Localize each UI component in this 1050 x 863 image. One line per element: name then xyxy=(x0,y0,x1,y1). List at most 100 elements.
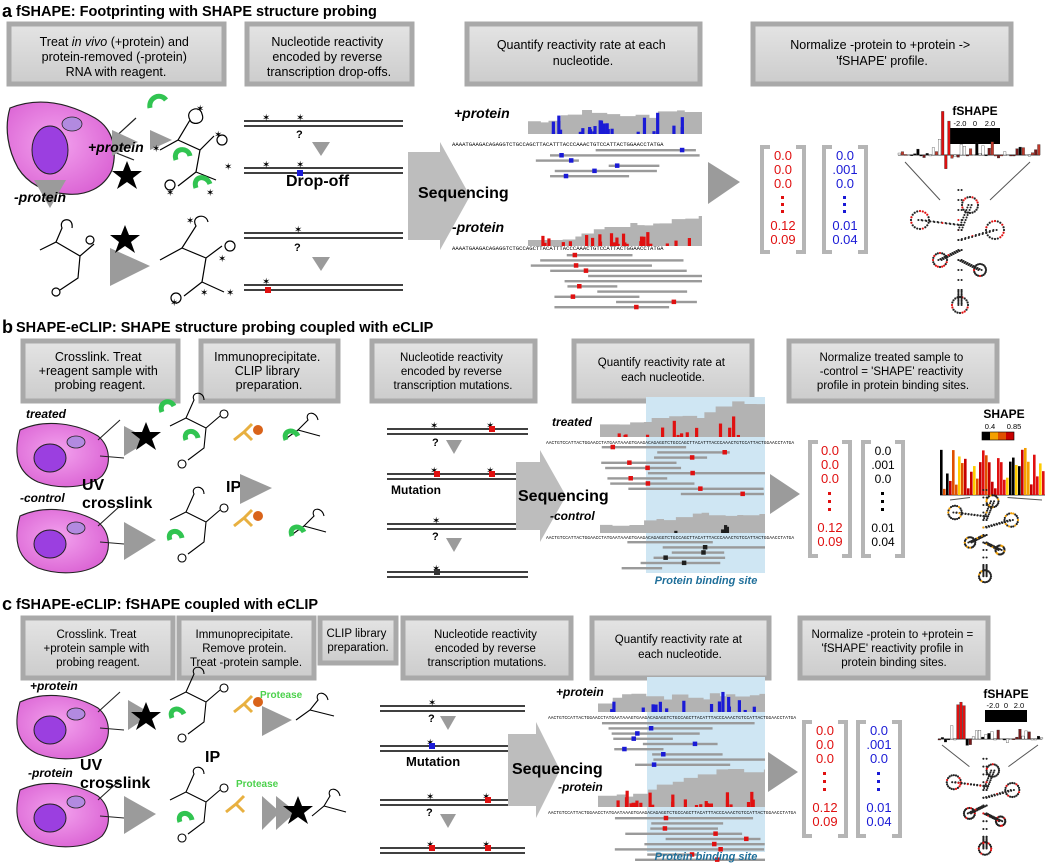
arrow-down-icon xyxy=(312,142,330,156)
value: 0.01 xyxy=(832,218,857,233)
nucleotide xyxy=(989,500,992,503)
nucleotide xyxy=(937,221,940,224)
nucleotide xyxy=(982,533,985,537)
nucleotide xyxy=(983,265,986,268)
rna-structure-icon xyxy=(39,219,95,297)
nucleotide xyxy=(957,303,960,307)
nucleotide xyxy=(1016,516,1019,520)
value: .001 xyxy=(866,737,891,752)
sequencing-read xyxy=(650,827,718,830)
nucleotide xyxy=(989,845,993,848)
nucleotide xyxy=(954,310,957,313)
profile-bar xyxy=(1030,484,1033,495)
nucleotide xyxy=(990,814,993,817)
nucleotide xyxy=(951,517,955,521)
profile-bar xyxy=(993,154,997,157)
panel-a-minus-protein-label: -protein xyxy=(14,189,66,205)
nucleotide xyxy=(960,299,963,302)
arrow-down-icon xyxy=(446,440,462,454)
nucleotide xyxy=(941,256,944,260)
profile-bar xyxy=(897,152,901,156)
nucleotide xyxy=(962,216,965,219)
nucleotide xyxy=(976,514,979,517)
nucleotide xyxy=(971,235,974,239)
nucleotide xyxy=(1004,788,1007,792)
nucleotide xyxy=(926,213,929,216)
nucleotide xyxy=(957,294,960,298)
nucleotide xyxy=(968,536,972,539)
nucleotide xyxy=(957,288,960,292)
panel-b-step-1-text: Crosslink. Treat +reagent sample with pr… xyxy=(39,350,162,392)
nucleotide xyxy=(985,575,988,578)
reactivity-bar xyxy=(639,241,643,246)
nucleotide xyxy=(957,278,960,282)
ip-label: IP xyxy=(226,479,241,496)
sequencing-read xyxy=(567,285,618,288)
nucleotide xyxy=(1010,525,1013,528)
nucleotide xyxy=(982,526,985,529)
nucleotide xyxy=(947,785,950,788)
nucleotide xyxy=(977,575,981,578)
nucleotide xyxy=(982,820,985,823)
nucleotide xyxy=(985,502,988,505)
read-mark xyxy=(648,726,654,731)
nucleotide xyxy=(955,517,959,521)
nucleotide xyxy=(966,213,969,217)
shape-profile xyxy=(940,447,1045,496)
nucleotide xyxy=(967,211,970,214)
nucleotide xyxy=(1014,513,1017,516)
nucleotide xyxy=(983,841,987,844)
rna-secondary-structure xyxy=(904,161,1031,315)
legend-tick: -2.0 xyxy=(954,119,967,128)
profile-bar xyxy=(1000,154,1004,157)
sequencing-read xyxy=(628,487,764,490)
nucleotide xyxy=(981,853,985,856)
nucleotide xyxy=(1006,513,1009,516)
nucleotide xyxy=(951,251,954,255)
panel-a-step-1-line-1: Treat in vivo (+protein) and xyxy=(40,35,189,49)
nucleotide xyxy=(979,807,982,810)
read-mark xyxy=(614,163,620,168)
arrow-right-icon xyxy=(110,248,150,286)
nucleotide xyxy=(1002,231,1005,234)
nucleotide xyxy=(978,233,981,237)
nucleotide xyxy=(985,765,988,768)
nucleotide xyxy=(991,503,994,507)
nucleotide xyxy=(988,571,991,574)
nucleotide xyxy=(1006,524,1009,527)
nucleotide xyxy=(976,206,979,209)
nucleotide xyxy=(991,817,994,820)
nucleotide xyxy=(953,504,957,507)
sequencing-read xyxy=(680,492,764,496)
read-mark xyxy=(679,147,685,153)
nucleotide xyxy=(988,236,991,239)
read-mark xyxy=(645,481,651,486)
nucleotide xyxy=(970,263,973,267)
nucleotide xyxy=(985,820,988,823)
nucleotide xyxy=(985,847,988,850)
nucleotide xyxy=(985,226,988,229)
nucleotide xyxy=(1003,547,1006,550)
profile-bar xyxy=(935,151,938,156)
rna-protein-complex xyxy=(168,666,263,743)
read-mark xyxy=(592,168,597,174)
read-mark xyxy=(634,304,639,310)
nucleotide xyxy=(960,509,963,512)
legend-colorbar xyxy=(985,710,1027,722)
sequencing-read xyxy=(653,556,726,559)
nucleotide xyxy=(943,264,946,267)
profile-bar xyxy=(978,153,982,156)
nucleotide xyxy=(982,788,985,792)
nucleotide xyxy=(966,306,969,309)
reactivity-bar xyxy=(671,794,675,807)
nucleotide xyxy=(949,516,953,520)
protease-label: Protease xyxy=(260,690,303,701)
profile-bar xyxy=(1018,146,1022,156)
nucleotide xyxy=(984,228,988,232)
nucleotide xyxy=(963,813,966,817)
profile-bar xyxy=(919,154,923,157)
profile-bar xyxy=(973,466,976,495)
sequencing-read xyxy=(595,149,696,152)
nucleotide xyxy=(979,578,982,581)
nucleotide xyxy=(976,203,980,207)
